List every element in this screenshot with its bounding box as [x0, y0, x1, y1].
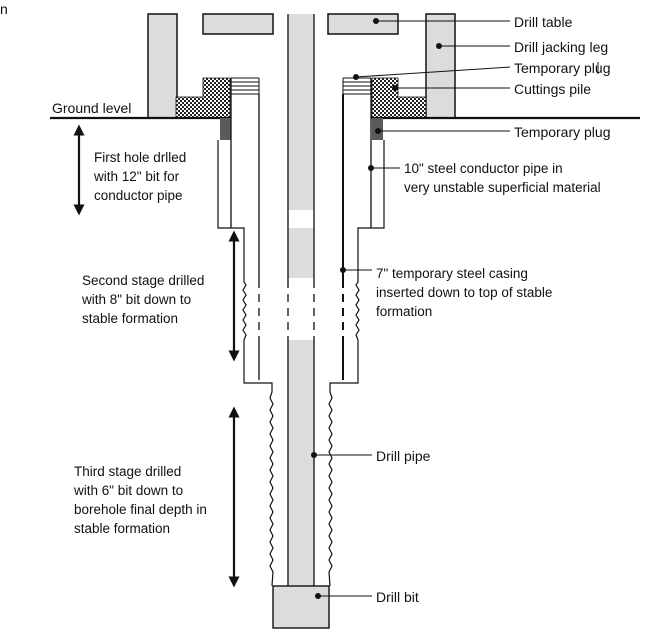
drill-jacking-leg-label: Drill jacking leg	[514, 39, 608, 55]
conductor-pipe-label: 10" steel conductor pipe in very unstabl…	[404, 161, 601, 195]
borehole-wall-right	[328, 140, 385, 587]
temporary-plug-top-right	[342, 77, 371, 95]
temporary-plug-top-label: Temporary plug	[514, 60, 611, 76]
callout-leaders	[311, 18, 511, 599]
cuttings-pile-right	[371, 77, 427, 119]
first-stage-text: First hole drlled with 12" bit for condu…	[93, 150, 190, 203]
drill-table-left	[202, 13, 274, 35]
corner-text: n	[0, 1, 8, 17]
cuttings-pile-label: Cuttings pile	[514, 81, 591, 97]
cuttings-pile-left	[175, 77, 231, 119]
drill-pipe-label: Drill pipe	[376, 448, 431, 464]
drill-bit	[272, 585, 330, 629]
borehole-wall-left	[217, 140, 274, 587]
drill-table-right	[327, 13, 399, 35]
left-jacking-leg	[147, 13, 178, 119]
ground-level-label: Ground level	[52, 100, 131, 116]
drill-bit-label: Drill bit	[376, 589, 419, 605]
temporary-plug-ground-label: Temporary plug	[514, 124, 611, 140]
temporary-casing-label: 7" temporary steel casing inserted down …	[376, 266, 556, 319]
drill-table-label: Drill table	[514, 14, 573, 30]
second-stage-text: Second stage drilled with 8" bit down to…	[81, 273, 208, 326]
drill-pipe	[287, 14, 315, 586]
right-jacking-leg	[425, 13, 456, 119]
temporary-plug-top-left	[231, 77, 260, 95]
third-stage-text: Third stage drilled with 6" bit down to …	[73, 464, 211, 536]
temporary-plug-ground-left	[220, 118, 231, 140]
